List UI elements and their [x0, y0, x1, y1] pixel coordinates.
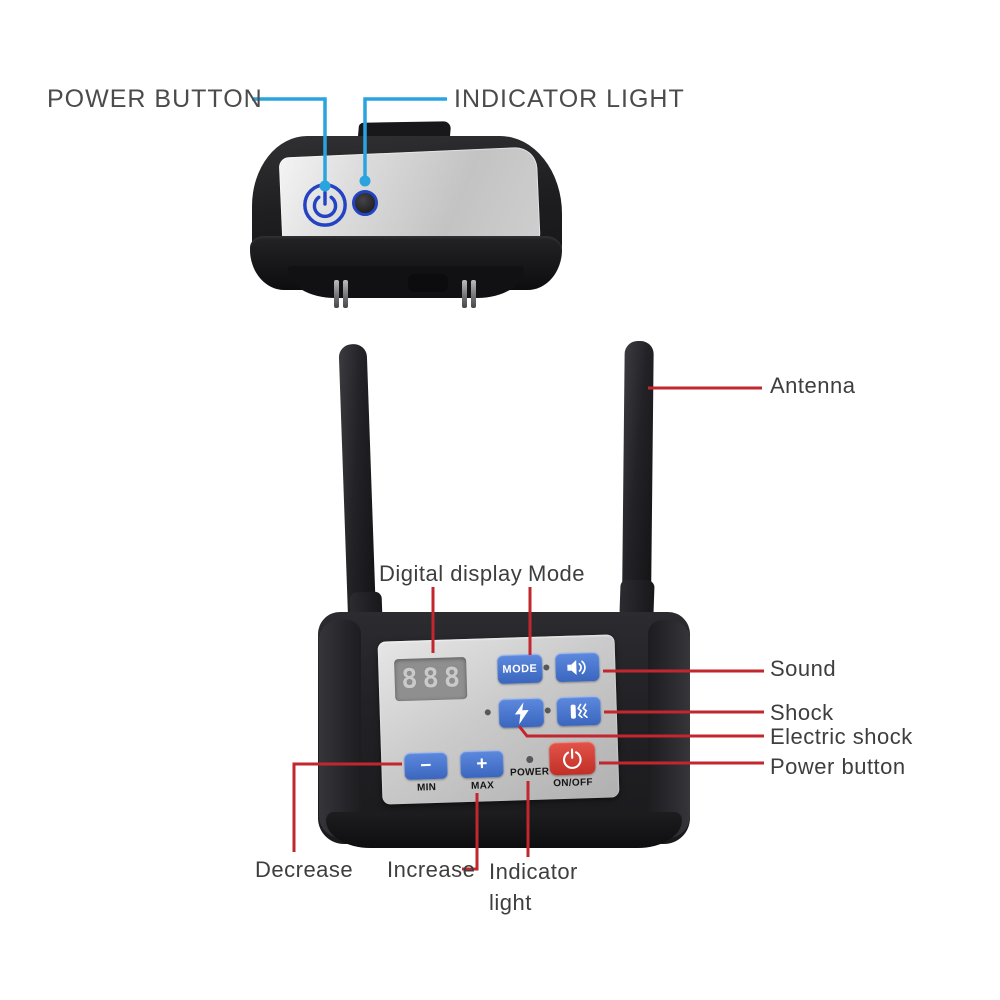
contact-prong: [462, 280, 467, 308]
transmitter-base: [326, 812, 682, 848]
collar-center-knob: [408, 274, 448, 292]
power-icon: [303, 183, 347, 227]
label-decrease: Decrease: [255, 857, 354, 882]
power-icon: [563, 747, 582, 769]
lightning-icon: [514, 701, 529, 724]
shock-indicator-dot: [484, 709, 491, 716]
label-indicator-light-collar: INDICATOR LIGHT: [454, 85, 685, 113]
label-increase: Increase: [387, 857, 476, 882]
control-panel: 888 MODE: [377, 634, 620, 805]
label-sound: Sound: [770, 656, 837, 681]
label-power-button-collar: POWER BUTTON: [47, 85, 263, 113]
speaker-icon: [567, 659, 586, 675]
min-label: MIN: [416, 781, 437, 794]
power-indicator-led: [526, 755, 534, 764]
label-electric-shock: Electric shock: [770, 724, 913, 749]
increase-button: +: [459, 749, 504, 779]
onoff-label: ON/OFF: [553, 777, 593, 790]
label-mode: Mode: [528, 561, 586, 586]
label-indicator-light-line1: Indicator: [489, 859, 578, 884]
mode-indicator-dot: [543, 664, 550, 671]
contact-prong: [343, 280, 348, 308]
contact-prong: [471, 280, 476, 308]
label-antenna: Antenna: [770, 373, 856, 398]
label-indicator-light: Indicator light: [489, 857, 578, 919]
decrease-button: −: [404, 751, 448, 780]
static-shock-icon: [570, 702, 588, 719]
max-label: MAX: [470, 780, 495, 792]
transmitter-side-ridge-right: [648, 620, 690, 838]
label-digital-display: Digital display: [379, 561, 523, 586]
mode-button: MODE: [496, 653, 543, 685]
digital-display: 888: [394, 656, 468, 702]
mode-button-label: MODE: [502, 662, 538, 676]
label-power-button: Power button: [770, 754, 906, 779]
collar-belly: [288, 266, 524, 298]
sound-button: [554, 651, 600, 683]
antenna-right: [622, 340, 654, 606]
label-shock: Shock: [770, 700, 834, 725]
indicator-led: [352, 190, 378, 216]
static-shock-button: [556, 695, 602, 727]
onoff-button: [548, 740, 596, 776]
antenna-left: [338, 343, 376, 617]
minus-glyph: −: [420, 755, 432, 777]
electric-shock-button: [498, 697, 545, 728]
contact-prong: [334, 280, 339, 308]
static-indicator-dot: [544, 707, 551, 714]
power-label: POWER: [509, 766, 550, 779]
plus-glyph: +: [476, 753, 488, 775]
label-indicator-light-line2: light: [489, 889, 532, 915]
transmitter-side-ridge-left: [319, 620, 361, 838]
